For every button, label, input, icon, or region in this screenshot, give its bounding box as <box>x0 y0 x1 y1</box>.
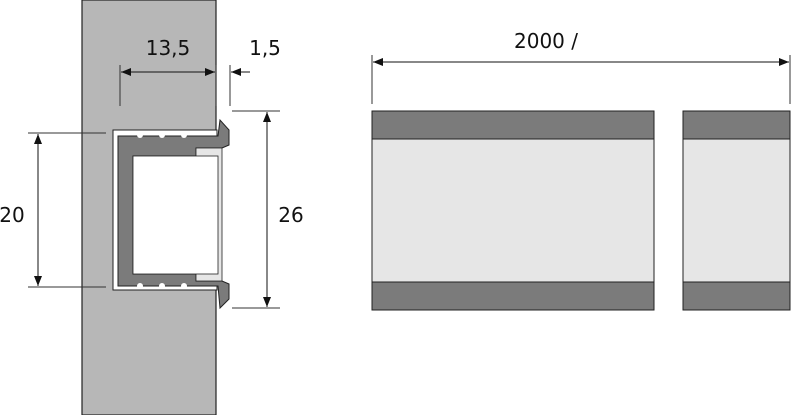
profile-length-view <box>371 110 791 311</box>
dimension-label: 20 <box>0 203 25 227</box>
dimension-profile-height: 20 <box>0 132 106 288</box>
dimension-profile-width: 13,5 <box>119 36 217 106</box>
dimension-label: 2000 / <box>514 29 578 53</box>
dimension-label: 1,5 <box>249 36 281 60</box>
dimension-length: 2000 / <box>371 29 791 104</box>
dimension-flange-height: 26 <box>232 110 304 309</box>
dimension-flange-thickness: 1,5 <box>229 36 281 106</box>
aluminium-profile <box>117 118 230 310</box>
dimension-label: 13,5 <box>146 36 191 60</box>
profile-segment-right <box>682 110 791 311</box>
profile-segment-left <box>371 110 655 311</box>
dimension-label: 26 <box>278 203 303 227</box>
